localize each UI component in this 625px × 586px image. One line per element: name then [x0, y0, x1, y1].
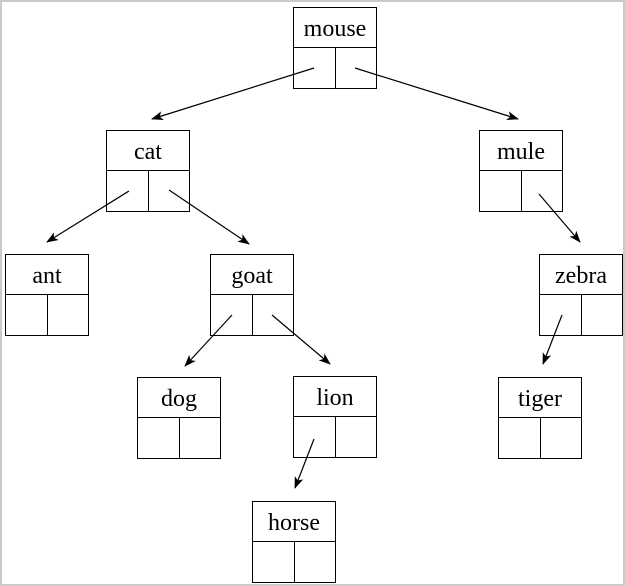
tree-node-zebra: zebra — [539, 254, 623, 336]
node-label: mouse — [293, 7, 377, 48]
pointer-cells — [5, 295, 89, 336]
tree-node-mouse: mouse — [293, 7, 377, 89]
tree-node-horse: horse — [252, 501, 336, 583]
pointer-cells — [252, 542, 336, 583]
pointer-cells — [539, 295, 623, 336]
node-label: dog — [137, 377, 221, 418]
left-pointer-cell — [211, 295, 253, 335]
pointer-cells — [210, 295, 294, 336]
right-pointer-cell — [336, 48, 377, 88]
pointer-cells — [106, 171, 190, 212]
pointer-cells — [293, 48, 377, 89]
pointer-cells — [498, 418, 582, 459]
left-pointer-cell — [480, 171, 522, 211]
right-pointer-cell — [541, 418, 582, 458]
right-pointer-cell — [48, 295, 89, 335]
tree-node-dog: dog — [137, 377, 221, 459]
tree-node-tiger: tiger — [498, 377, 582, 459]
edge-mouse-right-to-mule — [354, 67, 519, 121]
right-pointer-cell — [336, 417, 377, 457]
right-pointer-cell — [253, 295, 294, 335]
right-pointer-cell — [180, 418, 221, 458]
right-pointer-cell — [582, 295, 623, 335]
pointer-cells — [293, 417, 377, 458]
node-label: goat — [210, 254, 294, 295]
left-pointer-cell — [107, 171, 149, 211]
left-pointer-cell — [294, 417, 336, 457]
tree-node-lion: lion — [293, 376, 377, 458]
node-label: lion — [293, 376, 377, 417]
node-label: ant — [5, 254, 89, 295]
left-pointer-cell — [253, 542, 295, 582]
tree-node-cat: cat — [106, 130, 190, 212]
node-label: horse — [252, 501, 336, 542]
left-pointer-cell — [499, 418, 541, 458]
node-label: cat — [106, 130, 190, 171]
edge-mouse-left-to-cat — [151, 67, 315, 120]
tree-node-mule: mule — [479, 130, 563, 212]
tree-node-ant: ant — [5, 254, 89, 336]
left-pointer-cell — [138, 418, 180, 458]
pointer-cells — [137, 418, 221, 459]
pointer-cells — [479, 171, 563, 212]
tree-node-goat: goat — [210, 254, 294, 336]
node-label: zebra — [539, 254, 623, 295]
left-pointer-cell — [540, 295, 582, 335]
node-label: tiger — [498, 377, 582, 418]
left-pointer-cell — [294, 48, 336, 88]
node-label: mule — [479, 130, 563, 171]
left-pointer-cell — [6, 295, 48, 335]
right-pointer-cell — [295, 542, 336, 582]
right-pointer-cell — [522, 171, 563, 211]
right-pointer-cell — [149, 171, 190, 211]
